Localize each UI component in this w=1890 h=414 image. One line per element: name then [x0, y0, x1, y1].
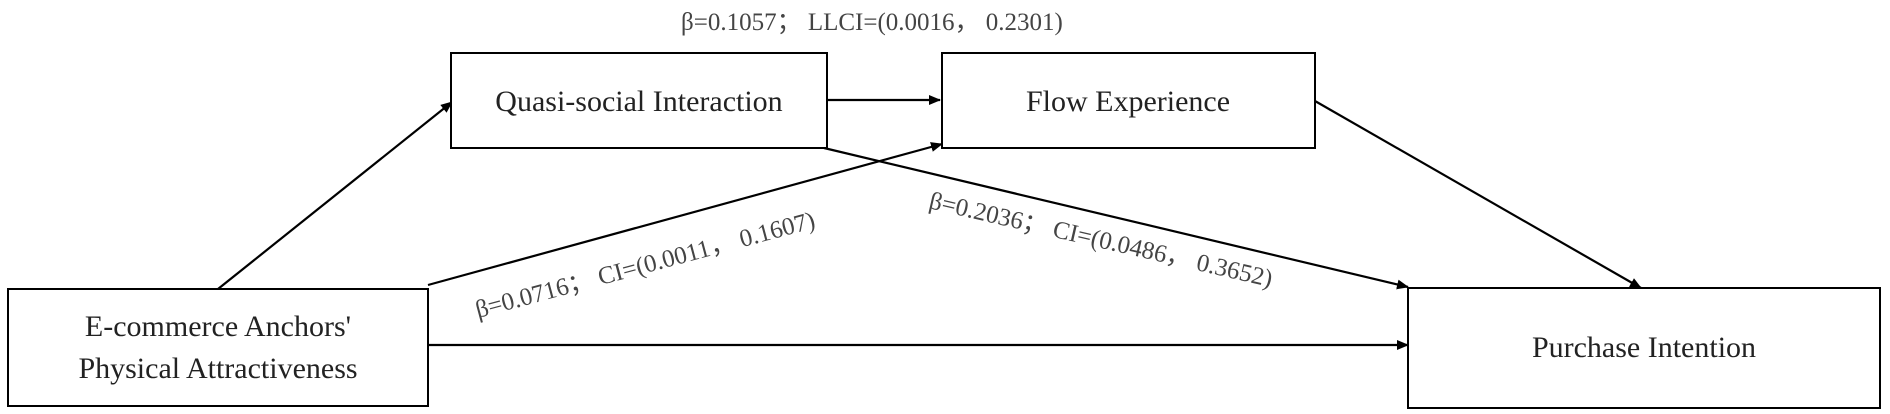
node-purchase-label: Purchase Intention	[1532, 331, 1756, 364]
edge-flow-to-purchase	[1314, 100, 1642, 289]
node-flow-label: Flow Experience	[1026, 85, 1230, 118]
node-anchors-label-line2: Physical Attractiveness	[78, 352, 357, 385]
node-anchors-physical-attractiveness: E-commerce Anchors' Physical Attractiven…	[7, 288, 429, 407]
node-purchase-intention: Purchase Intention	[1407, 287, 1881, 409]
node-anchors-label-line1: E-commerce Anchors'	[85, 310, 351, 343]
edge-anchors-to-quasi-social	[217, 101, 453, 290]
node-flow-experience: Flow Experience	[941, 52, 1316, 149]
edge-anchors-to-flow	[427, 142, 943, 287]
node-quasi-social-interaction: Quasi-social Interaction	[450, 52, 828, 149]
stat-quasi-to-purchase: β=0.2036； CI=(0.0486， 0.3652)	[927, 188, 1275, 293]
node-quasi-social-label: Quasi-social Interaction	[495, 85, 782, 118]
edge-quasi-social-to-purchase	[823, 146, 1409, 290]
top-path-annotation: β=0.1057； LLCI=(0.0016， 0.2301)	[681, 9, 1063, 36]
